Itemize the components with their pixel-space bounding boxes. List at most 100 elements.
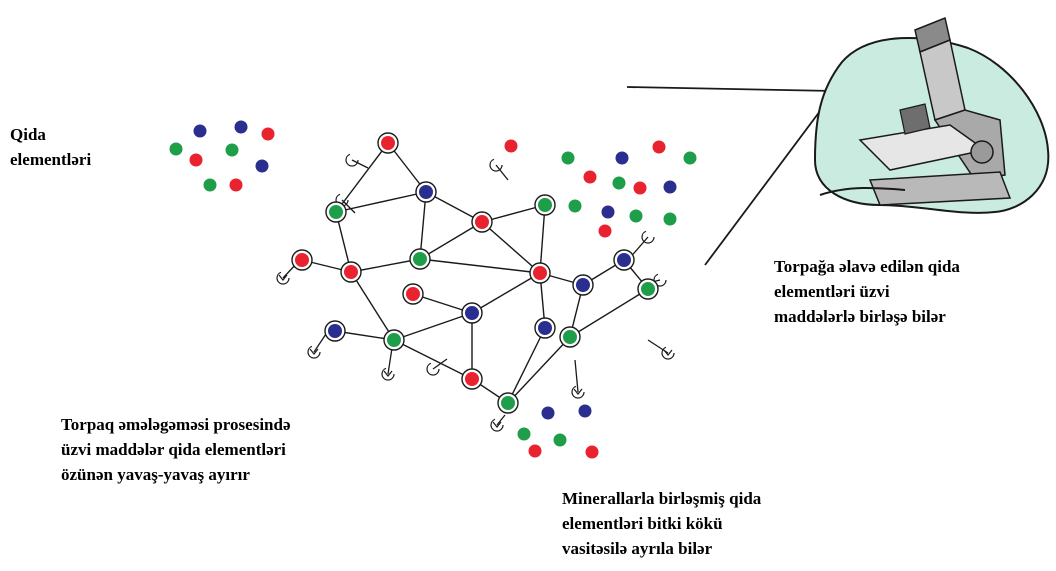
hook-loop-icon (276, 271, 290, 285)
bound-blue-particle (617, 253, 631, 267)
caption-line: Torpaq əmələgəməsi prosesində (61, 415, 291, 434)
arrow-icon (383, 370, 393, 377)
free-blue-particle (255, 159, 269, 173)
network-link (393, 312, 473, 341)
hook-loop-icon (426, 362, 440, 376)
hook-loop-icon (571, 385, 585, 399)
free-blue-particle (615, 151, 629, 165)
caption-line: elementləri bitki kökü (562, 514, 723, 533)
bound-red-particle (406, 287, 420, 301)
hook-loop-icon (489, 158, 503, 172)
free-green-particle (517, 427, 531, 441)
hook-loop-icon (641, 230, 655, 244)
caption-line: Torpağa əlavə edilən qida (774, 257, 960, 276)
bound-blue-particle (538, 321, 552, 335)
free-green-particle (561, 151, 575, 165)
free-red-particle (652, 140, 666, 154)
bound-green-particle (413, 252, 427, 266)
bound-red-particle (295, 253, 309, 267)
caption-line: vasitəsilə ayrıla bilər (562, 539, 713, 558)
caption-line: üzvi maddələr qida elementləri (61, 440, 286, 459)
bound-blue-particle (419, 185, 433, 199)
network-link (419, 221, 483, 260)
bound-green-particle (641, 282, 655, 296)
bound-green-particle (538, 198, 552, 212)
network-link (419, 258, 541, 274)
free-red-particle (261, 127, 275, 141)
arrow-icon (492, 421, 502, 428)
hook-loop-icon (490, 418, 504, 432)
free-red-particle (189, 153, 203, 167)
bound-green-particle (563, 330, 577, 344)
bound-blue-particle (465, 306, 479, 320)
caption-minerals: Minerallarla birləşmiş qida elementləri … (562, 486, 761, 561)
microscope-icon (813, 16, 1050, 214)
network-link (335, 142, 389, 213)
network-hook (496, 414, 506, 426)
network-link (350, 271, 395, 341)
free-green-particle (225, 143, 239, 157)
bound-red-particle (465, 372, 479, 386)
network-link (419, 191, 427, 260)
free-green-particle (169, 142, 183, 156)
network-link (350, 258, 421, 273)
free-green-particle (612, 176, 626, 190)
network-hook (574, 359, 579, 393)
caption-soil-formation: Torpaq əmələgəməsi prosesində üzvi maddə… (61, 412, 291, 487)
free-red-particle (504, 139, 518, 153)
free-red-particle (585, 445, 599, 459)
bound-red-particle (381, 136, 395, 150)
hook-loop-icon (345, 153, 359, 167)
free-blue-particle (663, 180, 677, 194)
hook-loop-icon (307, 345, 321, 359)
free-green-particle (568, 199, 582, 213)
network-hook (341, 199, 356, 214)
network-link (471, 272, 541, 314)
free-red-particle (583, 170, 597, 184)
caption-nutrients: Qida elementləri (10, 122, 91, 172)
arrow-icon (278, 274, 288, 281)
free-green-particle (663, 212, 677, 226)
bound-red-particle (344, 265, 358, 279)
pointer-line (704, 90, 836, 266)
caption-line: Minerallarla birləşmiş qida (562, 489, 762, 508)
network-link (393, 339, 473, 380)
free-blue-particle (234, 120, 248, 134)
network-hook (432, 358, 448, 370)
caption-line: elementləri (10, 150, 92, 169)
pointer-line (626, 86, 836, 92)
network-link (481, 221, 541, 274)
bound-red-particle (475, 215, 489, 229)
network-hook (313, 333, 327, 353)
arrow-icon (573, 388, 583, 395)
free-red-particle (528, 444, 542, 458)
hook-loop-icon (661, 346, 675, 360)
arrow-icon (309, 348, 319, 355)
network-link (507, 336, 571, 404)
network-hook (495, 164, 509, 181)
network-link (481, 204, 546, 223)
objective-lens (899, 103, 931, 135)
network-hook (387, 347, 393, 375)
network-link (507, 327, 546, 404)
free-blue-particle (578, 404, 592, 418)
caption-added-nutrients: Torpağa əlavə edilən qida elementləri üz… (774, 254, 960, 329)
free-red-particle (633, 181, 647, 195)
bound-blue-particle (328, 324, 342, 338)
caption-line: elementləri üzvi (774, 282, 890, 301)
hook-loop-icon (653, 273, 667, 287)
free-green-particle (683, 151, 697, 165)
microscope-base (868, 171, 1012, 206)
free-red-particle (229, 178, 243, 192)
caption-line: özünən yavaş-yavaş ayırır (61, 465, 250, 484)
hook-loop-icon (381, 367, 395, 381)
bound-red-particle (533, 266, 547, 280)
network-link (539, 204, 546, 274)
bound-green-particle (501, 396, 515, 410)
free-green-particle (203, 178, 217, 192)
bound-blue-particle (576, 278, 590, 292)
focus-knob (970, 140, 994, 164)
free-green-particle (553, 433, 567, 447)
